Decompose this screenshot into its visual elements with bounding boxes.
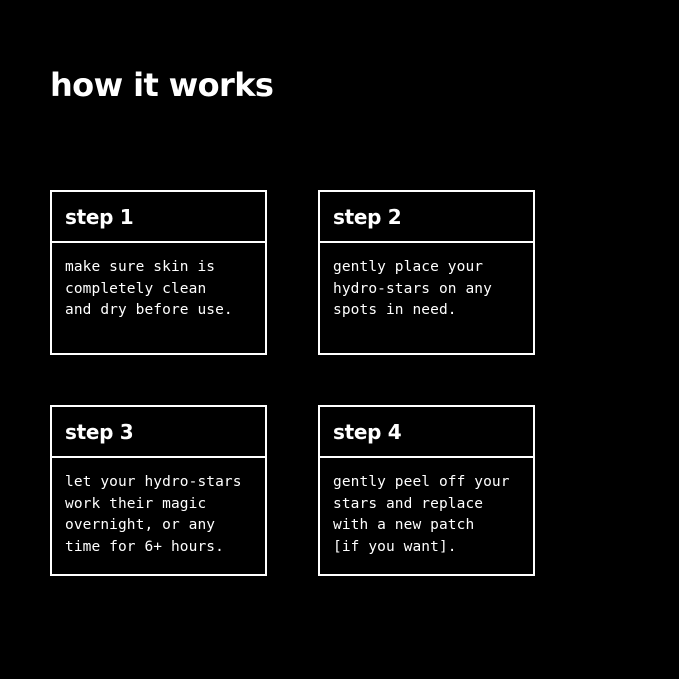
step-body-line: and dry before use. <box>65 302 233 318</box>
step-body-2: gently place your hydro-stars on any spo… <box>320 243 533 353</box>
step-body-line: make sure skin is <box>65 259 216 275</box>
step-body-line: time for 6+ hours. <box>65 538 224 555</box>
step-body-line: hydro-stars on any <box>333 280 492 297</box>
step-body-line: let your hydro-stars <box>65 474 242 490</box>
step-body-line: gently place your <box>333 259 484 275</box>
step-header-3: step 3 <box>52 407 265 458</box>
step-body-line: stars and replace <box>333 495 484 512</box>
step-label-4: step 4 <box>333 419 402 444</box>
step-body-1: make sure skin is completely clean and d… <box>52 243 265 353</box>
step-card-4: step 4 gently peel off your stars and re… <box>318 405 535 576</box>
step-header-4: step 4 <box>320 407 533 458</box>
step-body-line: [if you want]. <box>333 538 457 555</box>
step-body-line: gently peel off your <box>333 474 510 490</box>
step-header-2: step 2 <box>320 192 533 243</box>
step-body-line: overnight, or any <box>65 517 216 533</box>
step-body-line: work their magic <box>65 495 207 512</box>
step-body-line: with a new patch <box>333 517 475 533</box>
step-label-3: step 3 <box>65 419 134 444</box>
step-card-3: step 3 let your hydro-stars work their m… <box>50 405 267 576</box>
step-body-line: completely clean <box>65 280 207 297</box>
step-header-1: step 1 <box>52 192 265 243</box>
step-label-2: step 2 <box>333 204 402 229</box>
steps-grid: step 1 make sure skin is completely clea… <box>50 190 535 576</box>
step-label-1: step 1 <box>65 204 134 229</box>
step-card-2: step 2 gently place your hydro-stars on … <box>318 190 535 355</box>
step-card-1: step 1 make sure skin is completely clea… <box>50 190 267 355</box>
page-title: how it works <box>50 66 274 104</box>
step-body-3: let your hydro-stars work their magic ov… <box>52 458 265 574</box>
step-body-4: gently peel off your stars and replace w… <box>320 458 533 574</box>
step-body-line: spots in need. <box>333 302 457 318</box>
